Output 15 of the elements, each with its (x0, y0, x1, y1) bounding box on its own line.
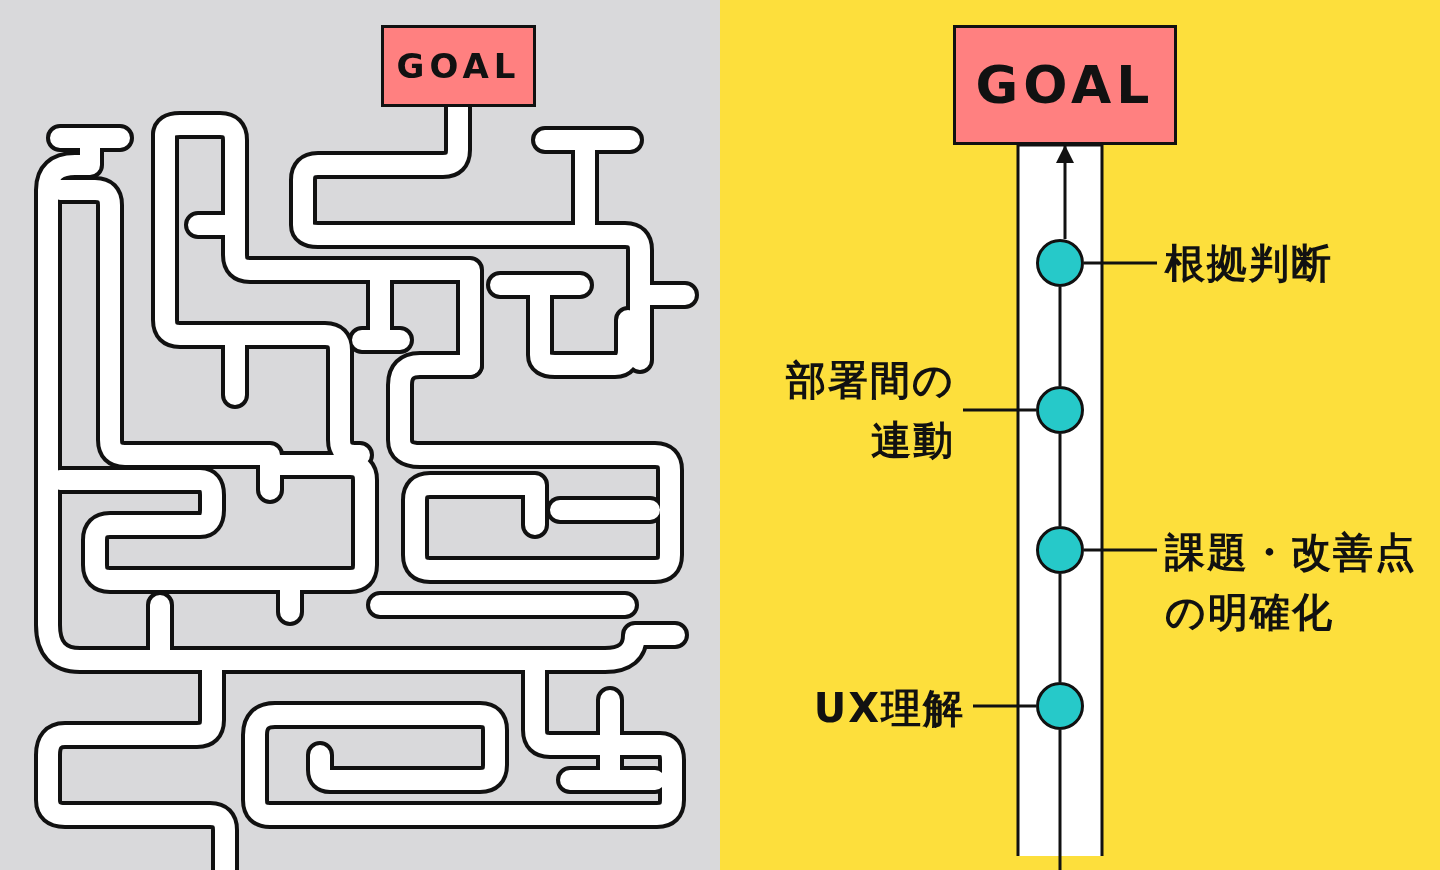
goal-box: GOAL (381, 25, 536, 107)
arrow (1056, 145, 1074, 239)
path-line (1058, 287, 1062, 386)
leader-line (1084, 548, 1157, 552)
path-line (1058, 434, 1062, 526)
path-line (1058, 574, 1062, 682)
goal-box: GOAL (953, 25, 1177, 145)
milestone-label: 根拠判断 (1165, 233, 1365, 293)
leader-line (963, 408, 1036, 412)
leader-line (1084, 261, 1157, 265)
milestone-label: 部署間の連動 (755, 350, 955, 470)
milestone-label: UX理解 (785, 678, 965, 738)
path-line (1058, 730, 1062, 870)
leader-line (973, 704, 1036, 708)
milestone-label: 課題・改善点の明確化 (1165, 522, 1430, 642)
